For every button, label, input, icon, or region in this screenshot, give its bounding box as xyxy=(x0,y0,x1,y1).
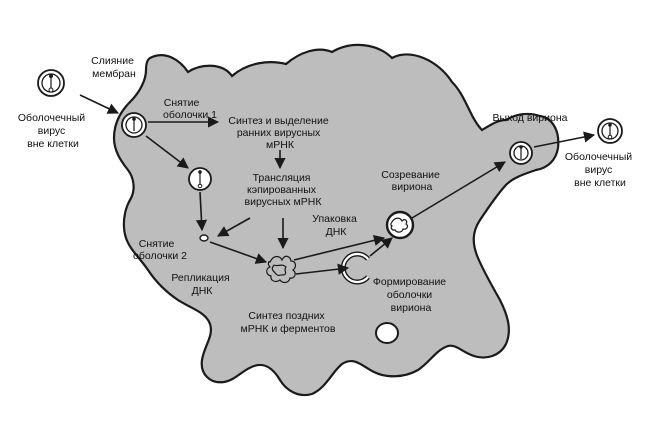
arrow-dna-to-envelope xyxy=(295,263,350,275)
arrow-uncoating-to-replication xyxy=(209,241,268,264)
label-late-synthesis: Синтез поздних мРНК и ферментов xyxy=(241,310,336,335)
virus-outside-left xyxy=(37,69,65,97)
virus-outside-right xyxy=(597,118,623,144)
arrow-to-core xyxy=(145,135,189,169)
viral-core xyxy=(188,167,212,191)
arrow-maturation-to-exit xyxy=(411,161,506,219)
label-virion-exit: Выход вириона xyxy=(493,112,568,124)
label-membrane-fusion: Слияние мембран xyxy=(91,55,137,80)
label-replication: Репликация ДНК xyxy=(171,272,232,297)
host-cell xyxy=(112,43,560,397)
label-translation: Трансляция кэпированных вирусных мРНК xyxy=(245,172,323,208)
arrow-dna-to-packaging xyxy=(293,234,386,261)
arrow-membrane-fusion xyxy=(79,94,120,114)
label-virus-outside-right: Оболочечный вирус вне клетки xyxy=(565,151,635,189)
naked-dna-particle xyxy=(199,234,209,242)
arrow-core-to-uncoating-2 xyxy=(195,191,208,232)
arrow-envelope-to-maturation xyxy=(369,237,393,257)
virus-uncoating-1 xyxy=(121,112,147,138)
replicated-dna-tangle xyxy=(266,255,297,284)
maturing-virion xyxy=(385,210,415,240)
vacuole xyxy=(375,322,399,344)
process-arrows xyxy=(79,94,596,275)
label-uncoating-2: Снятие оболочки 2 xyxy=(133,238,187,262)
label-envelope-formation: Формирование оболочки вириона xyxy=(373,276,449,314)
arrow-translation-to-uncoating-2 xyxy=(217,217,251,237)
label-early-mrna: Синтез и выделение ранних вирусных мРНК xyxy=(228,115,331,151)
label-virus-outside-left: Оболочечный вирус вне клетки xyxy=(18,112,88,150)
label-uncoating-1: Снятие оболочки 1 xyxy=(163,97,217,121)
budding-virion xyxy=(509,141,533,165)
arrow-virion-release xyxy=(533,131,596,148)
label-maturation: Созревание вириона xyxy=(381,169,443,193)
label-dna-packaging: Упаковка ДНК xyxy=(312,213,359,238)
